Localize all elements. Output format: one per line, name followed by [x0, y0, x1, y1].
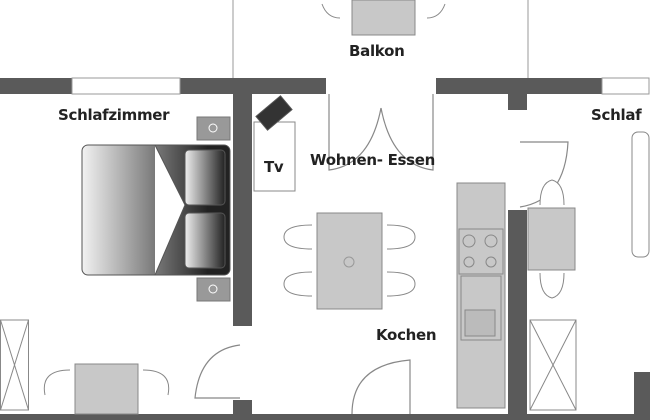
label-tv: Tv	[264, 158, 284, 176]
tv-cabinet	[253, 95, 296, 192]
dining-table	[283, 212, 416, 310]
bed-right	[631, 131, 650, 258]
wardrobe-left	[0, 319, 29, 411]
right-table	[527, 179, 576, 299]
label-living-dining: Wohnen- Essen	[310, 151, 436, 169]
wardrobe-right	[529, 319, 577, 411]
balcony-outline	[232, 0, 529, 78]
balcony-table	[321, 0, 446, 36]
label-bedroom-left: Schlafzimmer	[58, 106, 170, 124]
small-table-left	[43, 363, 170, 415]
label-bedroom-right: Schlaf	[591, 106, 642, 124]
windows	[71, 77, 650, 95]
walls	[0, 78, 650, 420]
double-bed	[81, 144, 231, 276]
label-balcony: Balkon	[349, 42, 405, 60]
label-kitchen: Kochen	[376, 326, 437, 344]
nightstands	[196, 116, 231, 302]
kitchen-counter	[456, 182, 506, 409]
